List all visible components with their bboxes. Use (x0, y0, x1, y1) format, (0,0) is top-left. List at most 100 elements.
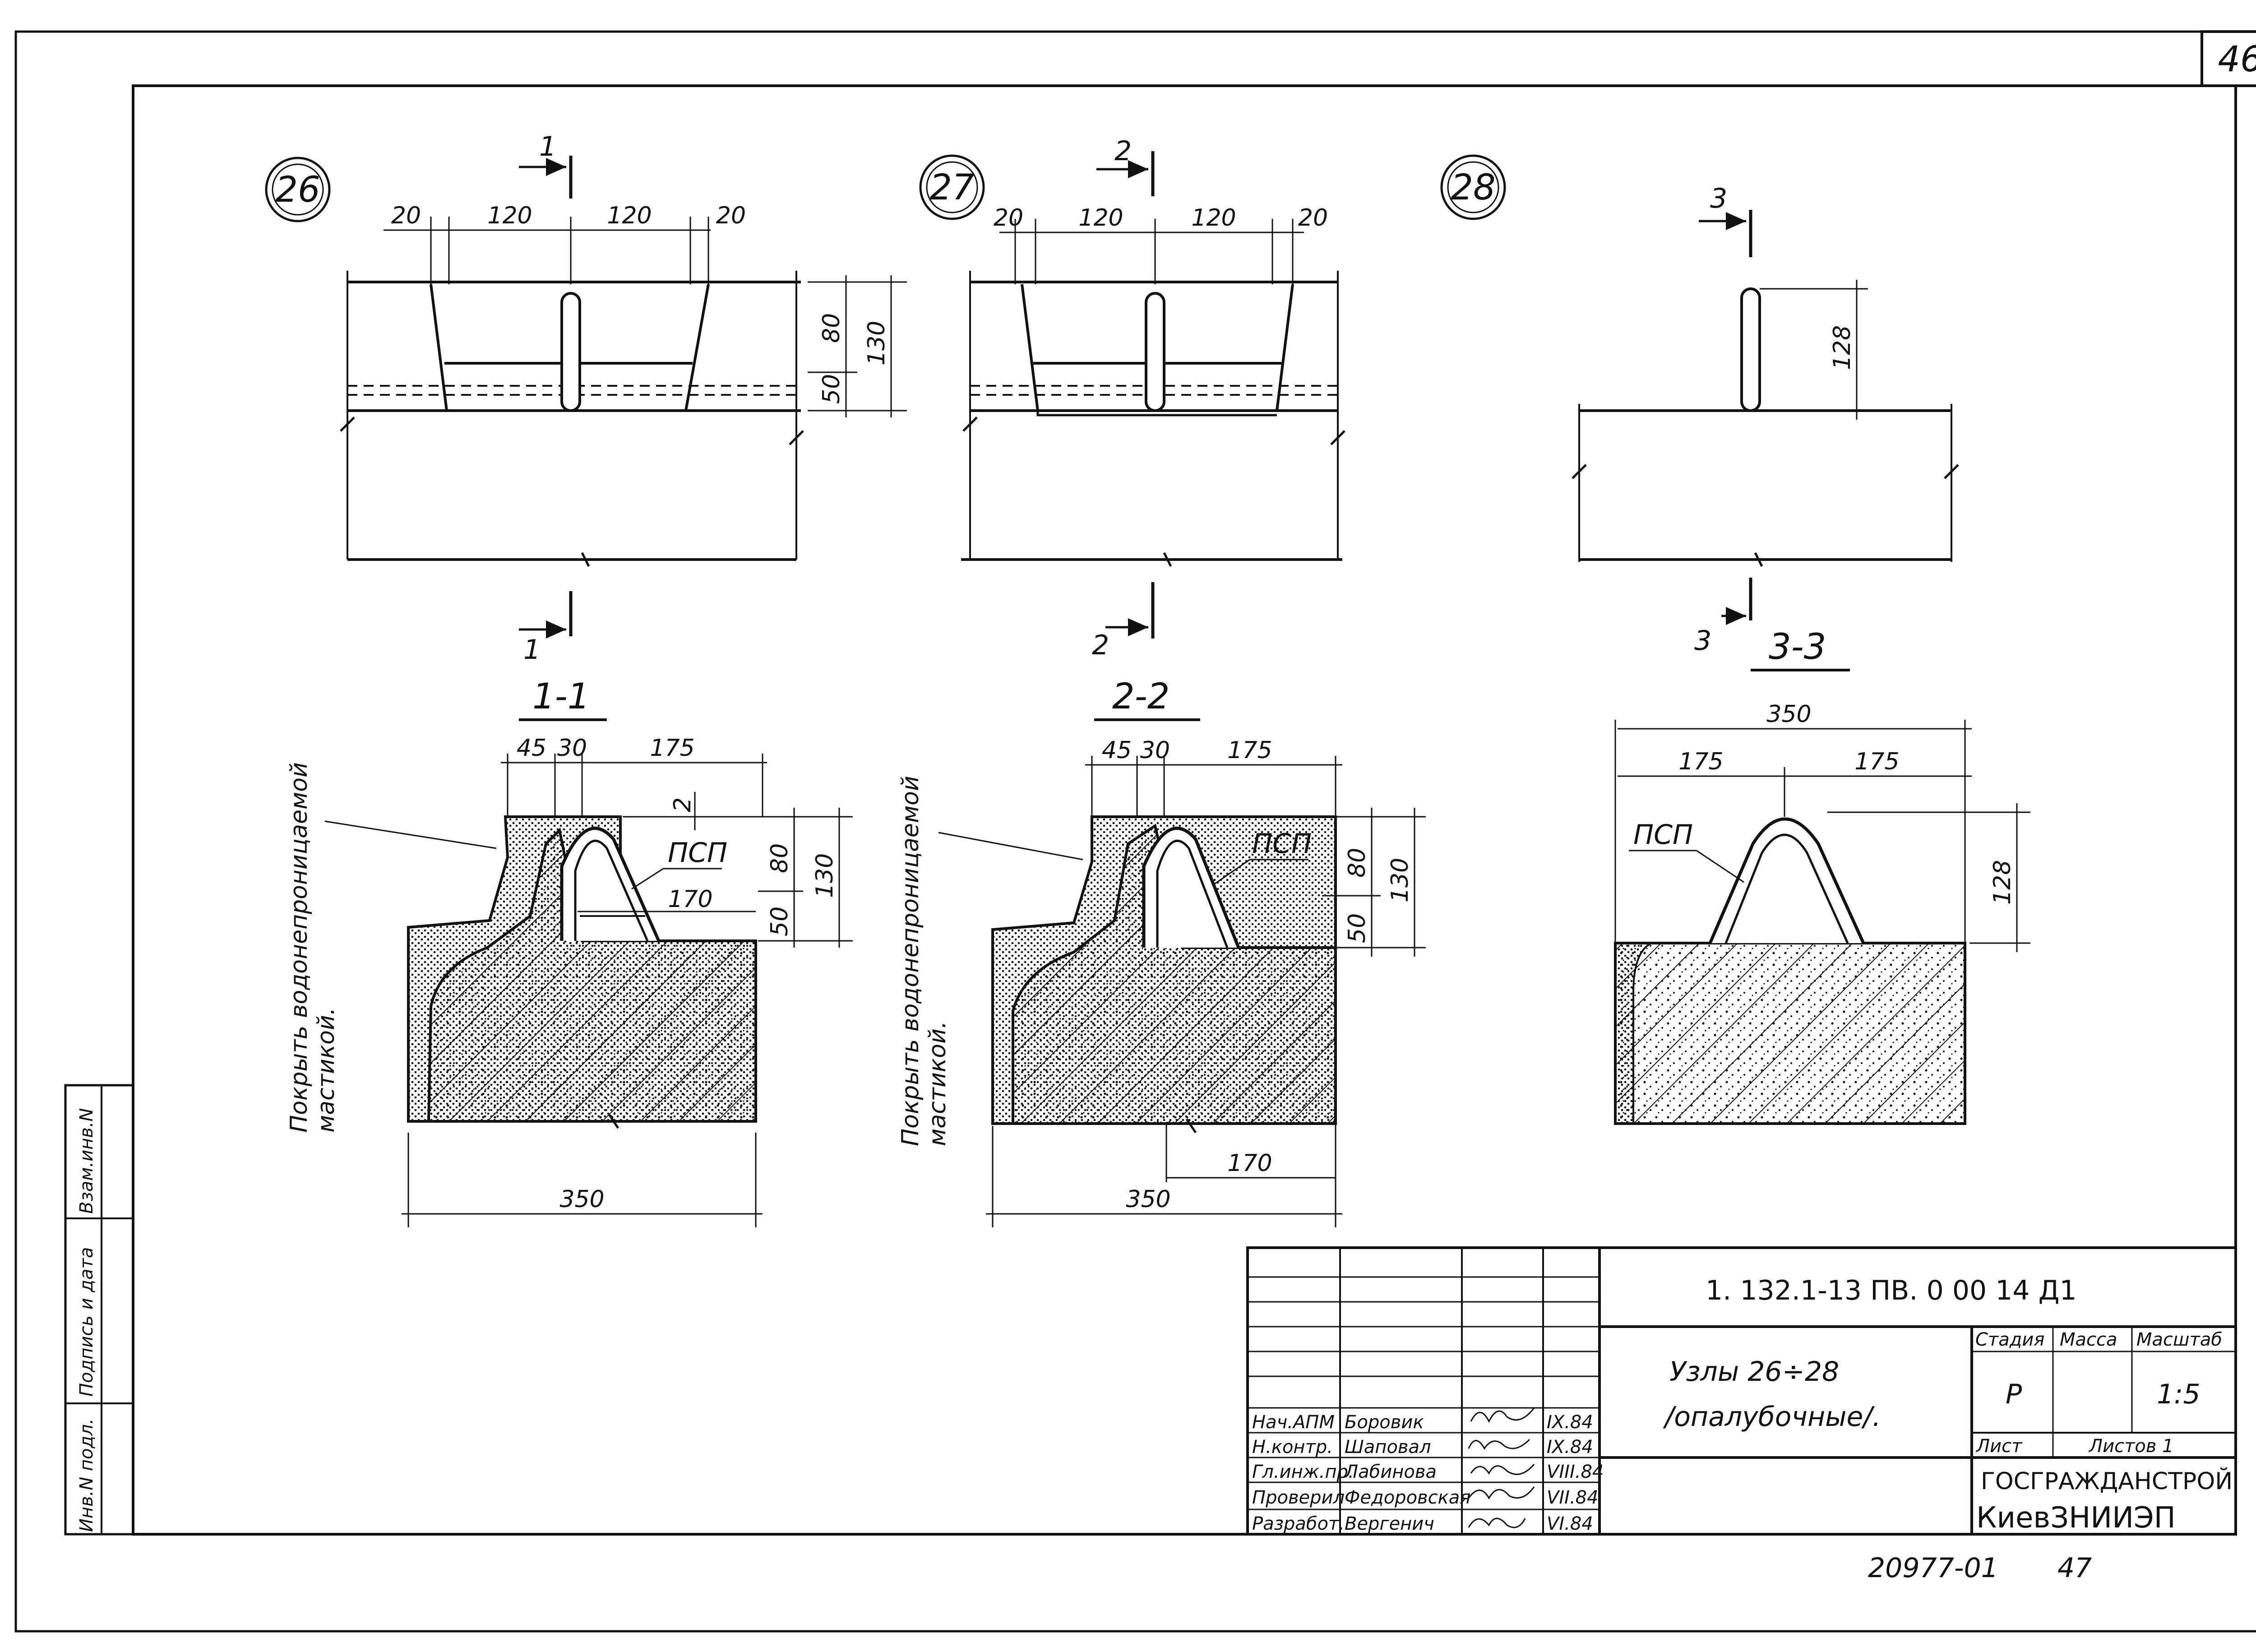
role-4: Проверил (1252, 1487, 1345, 1508)
node-27-dim-b: 120 (1078, 204, 1123, 231)
node-26-dim-a: 20 (391, 202, 421, 229)
section-2-2-dim-30: 30 (1140, 737, 1170, 764)
section-1-1-dim-350: 350 (559, 1186, 604, 1213)
header-scale: Масштаб (2136, 1329, 2222, 1350)
node-26-section-mark-bottom: 1 (523, 634, 541, 666)
inner-frame (132, 84, 2237, 1536)
stamp-sign-date: Подпись и дата (76, 1247, 97, 1397)
name-1: Боровик (1345, 1412, 1424, 1433)
node-26-h-130: 130 (863, 321, 890, 366)
section-2-2-psp-label: ПСП (1252, 828, 1312, 860)
date-3: VIII.84 (1547, 1462, 1604, 1482)
signatures (1468, 1407, 1535, 1528)
date-2: IX.84 (1547, 1437, 1593, 1458)
stamp-replaces-inv: Взам.инв.N (76, 1108, 97, 1214)
section-1-1-dim-45: 45 (517, 735, 546, 762)
section-3-3-dim-175-left: 175 (1678, 748, 1723, 775)
footer-page: 47 (2057, 1552, 2092, 1584)
section-1-1-dim-30: 30 (557, 735, 587, 762)
stamp-inv-orig: Инв.N подл. (76, 1418, 97, 1532)
role-3: Гл.инж.пр. (1252, 1462, 1354, 1482)
section-1-1-dim-175: 175 (650, 735, 694, 762)
sheets-count: Листов 1 (2088, 1436, 2174, 1457)
node-27-section-mark-bottom: 2 (1092, 629, 1109, 661)
node-26-dim-d: 20 (716, 202, 746, 229)
drawing-title-line1: Узлы 26÷28 (1669, 1356, 1839, 1388)
section-2-2-dim-350: 350 (1126, 1186, 1170, 1213)
node-28-h-128: 128 (1829, 325, 1856, 370)
node-27-marker (919, 154, 985, 220)
org-name: ГОСГРАЖДАНСТРОЙ (1981, 1467, 2233, 1495)
node-26-section-mark-top: 1 (539, 131, 556, 162)
section-2-2-h-80: 80 (1344, 848, 1371, 878)
node-27-note-line2: мастикой. (924, 1021, 951, 1146)
scale-value: 1:5 (2157, 1379, 2201, 1410)
node-26-number: 26 (275, 170, 320, 210)
title-block: 1. 132.1-13 ПВ. 0 00 14 Д1 Узлы 26÷28 /о… (1246, 1246, 2237, 1536)
section-1-1-title: 1-1 (532, 676, 590, 717)
date-4: VII.84 (1547, 1487, 1599, 1508)
role-2: Н.контр. (1252, 1437, 1333, 1458)
section-3-3: 3-3 350 175 175 128 ПСП (1614, 627, 2030, 1125)
sheet-number-box (2201, 30, 2256, 87)
archive-number: 20977-01 (1868, 1552, 1998, 1584)
section-1-1-dim-2: 2 (669, 797, 696, 812)
stage-value: Р (2006, 1379, 2022, 1410)
document-code: 1. 132.1-13 ПВ. 0 00 14 Д1 (1706, 1275, 2077, 1306)
node-27-number: 27 (929, 167, 974, 208)
section-1-1-h-130: 130 (811, 853, 838, 898)
section-2-2-dim-175: 175 (1227, 737, 1272, 764)
section-3-3-dim-350: 350 (1766, 701, 1811, 728)
node-26-dim-c: 120 (607, 202, 652, 229)
node-27-dim-c: 120 (1191, 204, 1236, 231)
sheet-number: 46 (2218, 39, 2256, 80)
node-26-note-line1: Покрыть водонепроницаемой (286, 762, 313, 1133)
node-27-dim-a: 20 (994, 204, 1023, 231)
date-5: VI.84 (1547, 1513, 1593, 1534)
drawing-title-line2: /опалубочные/. (1663, 1401, 1881, 1433)
role-5: Разработ. (1252, 1513, 1345, 1534)
node-28-section-mark-bottom: 3 (1694, 625, 1711, 657)
node-26-plan: 26 1 20 120 120 20 80 (265, 131, 907, 666)
name-2: Шаповал (1345, 1437, 1431, 1458)
date-1: IX.84 (1547, 1412, 1593, 1433)
section-3-3-title: 3-3 (1769, 627, 1826, 667)
section-3-3-dim-175-right: 175 (1854, 748, 1899, 775)
section-1-1-dim-170: 170 (668, 886, 712, 913)
header-stage: Стадия (1975, 1329, 2044, 1350)
name-5: Вергенич (1345, 1513, 1434, 1534)
outer-border (14, 30, 2256, 1633)
side-stamp: Инв.N подл. Подпись и дата Взам.инв.N (64, 1084, 134, 1536)
section-2-2-dim-45: 45 (1102, 737, 1132, 764)
section-2-2-h-50: 50 (1344, 913, 1371, 943)
section-2-2: 2-2 45 30 175 80 50 130 ПСП 170 350 (897, 676, 1426, 1227)
section-1-1-psp-label: ПСП (668, 837, 727, 869)
node-26-h-50: 50 (818, 374, 845, 404)
node-26-note-line2: мастикой. (313, 1008, 340, 1133)
section-2-2-h-130: 130 (1387, 858, 1414, 902)
node-28-section-mark-top: 3 (1710, 183, 1727, 214)
node-28-plan: 28 3 128 3 (1440, 154, 1959, 657)
name-3: Лабинова (1344, 1462, 1437, 1482)
header-mass: Масса (2060, 1329, 2117, 1350)
node-28-number: 28 (1451, 167, 1495, 208)
node-28-marker (1440, 154, 1506, 220)
node-27-note-line1: Покрыть водонепроницаемой (897, 776, 924, 1146)
node-27-section-mark-top: 2 (1114, 135, 1132, 167)
org-institute: КиевЗНИИЭП (1976, 1501, 2176, 1535)
section-3-3-psp-label: ПСП (1633, 819, 1693, 851)
section-1-1: 1-1 45 30 175 2 170 80 50 130 ПСП (286, 676, 853, 1227)
section-1-1-h-80: 80 (766, 843, 793, 873)
node-26-marker (265, 157, 331, 222)
sheet-label: Лист (1975, 1436, 2023, 1457)
node-26-dim-b: 120 (487, 202, 532, 229)
section-2-2-dim-170: 170 (1227, 1150, 1272, 1177)
node-27-dim-d: 20 (1298, 204, 1328, 231)
section-3-3-h-128: 128 (1989, 860, 2016, 905)
node-26-h-80: 80 (818, 313, 845, 343)
role-1: Нач.АПМ (1252, 1412, 1335, 1433)
section-2-2-title: 2-2 (1112, 676, 1170, 717)
name-4: Федоровская (1345, 1487, 1470, 1508)
node-27-plan: 27 2 20 120 120 20 2 (919, 135, 1345, 661)
